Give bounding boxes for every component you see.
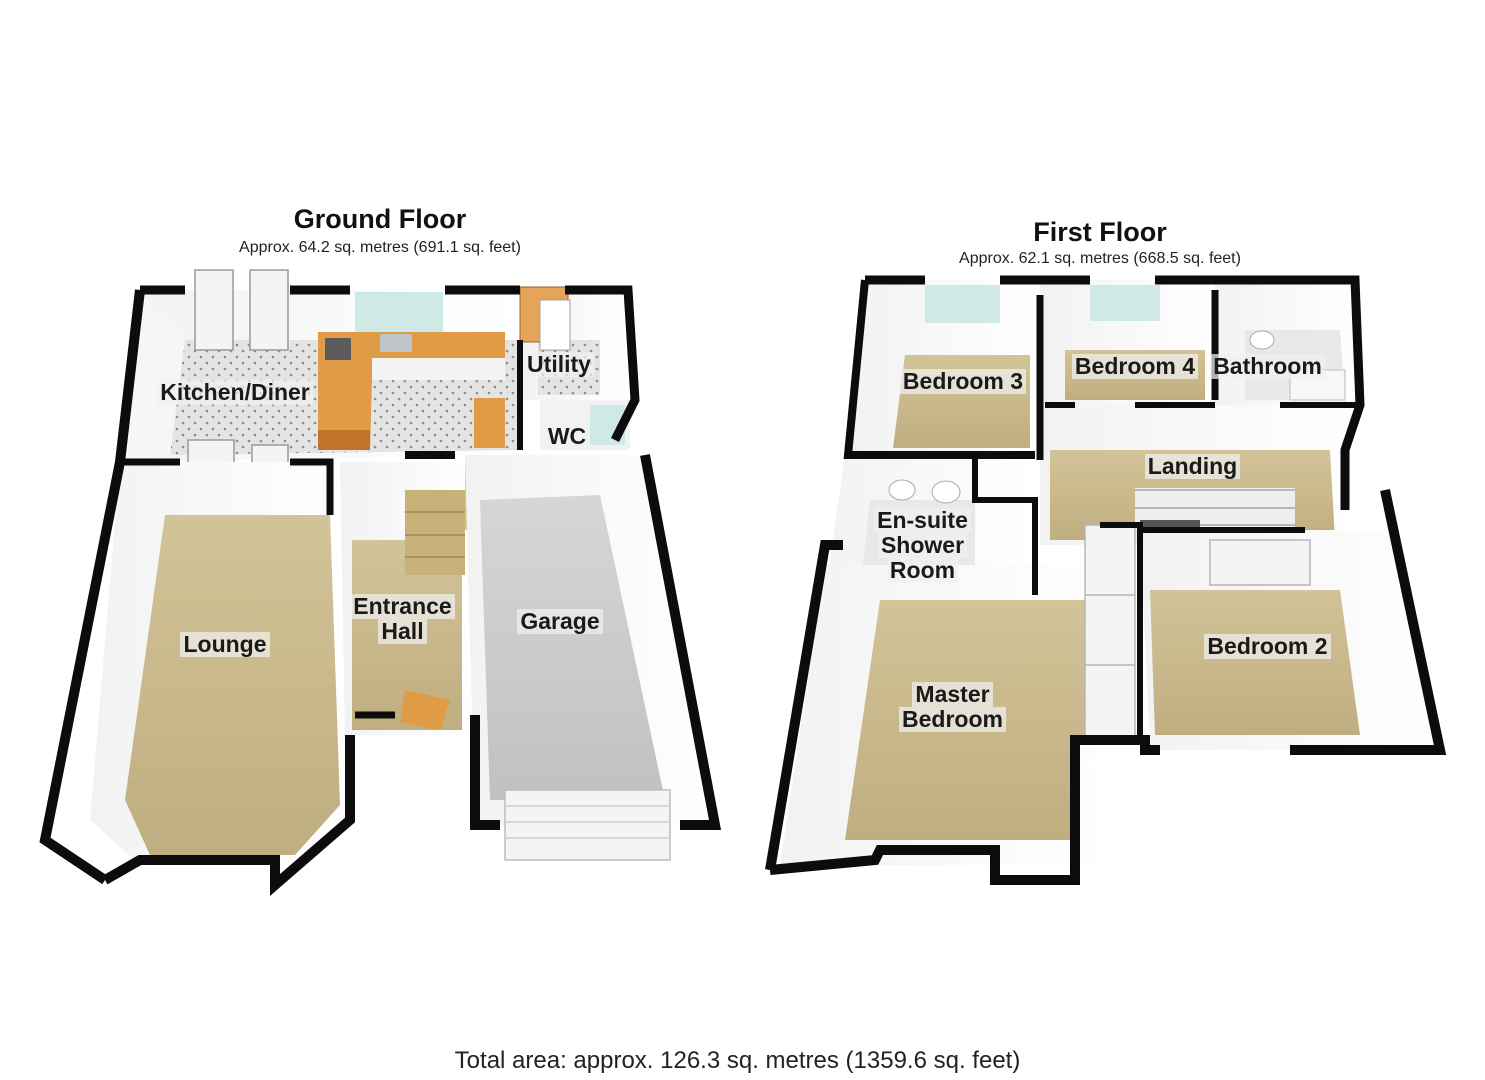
master-bedroom-label: Master Bedroom [880, 682, 1025, 732]
ground-floor-area: Approx. 64.2 sq. metres (691.1 sq. feet) [239, 239, 521, 256]
first-floor-title: First Floor [1033, 217, 1167, 247]
entrance-hall-label: Entrance Hall [340, 594, 465, 644]
utility-room [519, 286, 630, 400]
lounge-label: Lounge [160, 632, 290, 657]
kitchen-diner-label: Kitchen/Diner [145, 380, 325, 405]
bedroom-3-label: Bedroom 3 [888, 369, 1038, 394]
landing-label: Landing [1130, 454, 1255, 479]
wc-label: WC [538, 424, 596, 449]
ensuite-label: En-suite Shower Room [860, 508, 985, 583]
garage-room [465, 455, 712, 861]
utility-label: Utility [518, 352, 600, 377]
bedroom-2-label: Bedroom 2 [1190, 634, 1345, 659]
ground-floor-title: Ground Floor [293, 204, 467, 234]
kitchen-diner-room [120, 269, 520, 501]
bedroom-4-label: Bedroom 4 [1065, 354, 1205, 379]
garage-label: Garage [505, 609, 615, 634]
ground-floor-plan [39, 269, 722, 896]
total-area: Total area: approx. 126.3 sq. metres (13… [454, 1047, 1021, 1074]
bathroom-room [1215, 280, 1360, 405]
first-floor-area: Approx. 62.1 sq. metres (668.5 sq. feet) [959, 250, 1241, 267]
lounge-room [90, 462, 345, 865]
bathroom-label: Bathroom [1200, 354, 1335, 379]
first-floor-plan [765, 275, 1447, 885]
